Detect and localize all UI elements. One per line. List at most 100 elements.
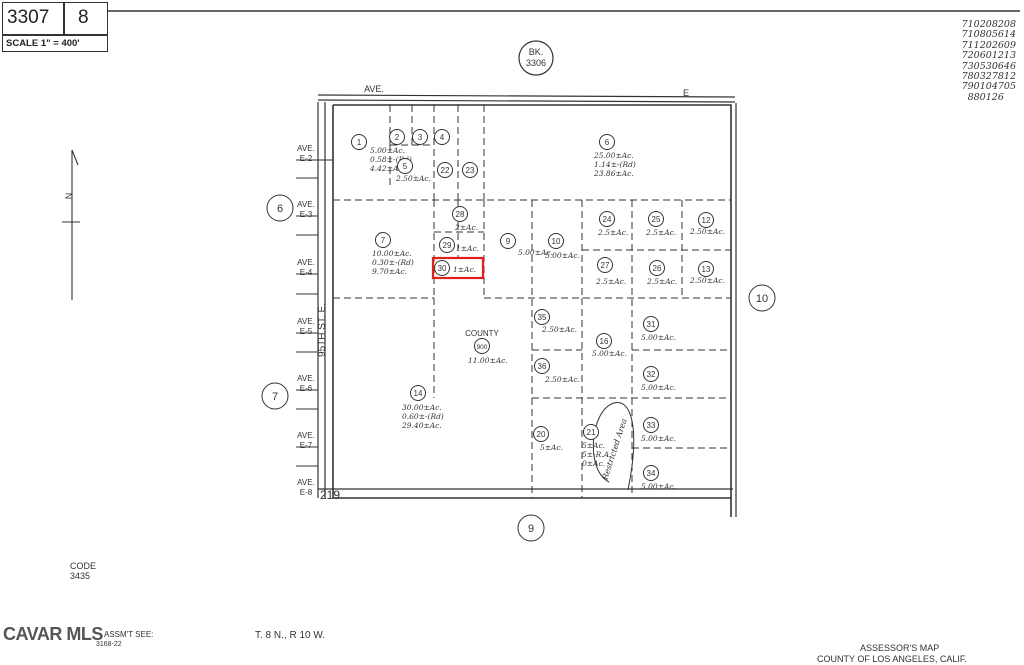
parcel-number[interactable]: 1 [357,138,362,147]
parcel-number[interactable]: 20 [537,430,546,439]
parcel-number-circle [643,316,659,332]
parcel-number-circle [599,211,615,227]
parcel-number[interactable]: 900 [477,344,488,351]
side-avenue-prefix: AVE. [297,374,315,383]
parcel-number[interactable]: 32 [647,370,656,379]
parcel-number-circle [643,417,659,433]
footer-title: ASSESSOR'S MAP [860,643,940,653]
parcel-number[interactable]: 4 [440,133,445,142]
parcel-number[interactable]: 10 [552,237,561,246]
parcel-acreage: 11.00±Ac. [468,356,508,365]
parcel-number-circle [437,162,453,178]
parcel-acreage: 5±Ac. [540,443,563,452]
parcel-number[interactable]: 24 [603,215,612,224]
street-label: 95TH ST. E. [317,303,328,357]
parcel-owner: COUNTY [465,329,499,338]
side-avenue-prefix: AVE. [297,200,315,209]
parcel-acreage: 5.00±Ac. [641,333,676,342]
parcel-number[interactable]: 21 [587,428,596,437]
parcel-number[interactable]: 35 [538,313,547,322]
parcel-acreage: 10.00±Ac. [372,249,412,258]
book-label-number: 3306 [526,58,546,68]
parcel-acreage: 1.14±-(Rd) [594,160,636,169]
parcel-acreage: 5.00±Ac. [641,383,676,392]
parcel-number[interactable]: 33 [647,421,656,430]
recording-number: 720601213 [961,50,1016,62]
parcel-number-circle [597,257,613,273]
parcel-number[interactable]: 5 [403,162,408,171]
parcel-number[interactable]: 27 [601,261,610,270]
parcel-number[interactable]: 2 [395,133,400,142]
parcel-number[interactable]: 36 [538,362,547,371]
parcel-number[interactable]: 26 [653,264,662,273]
parcel-number[interactable]: 30 [438,264,447,273]
adjacent-page-number: 7 [272,391,278,403]
parcel-number[interactable]: 23 [466,166,475,175]
parcel-acreage: 23.86±Ac. [593,169,634,178]
parcel-number[interactable]: 29 [443,241,452,250]
assessment-see-ref: 3168-22 [96,641,122,648]
adjacent-page-number: 10 [756,293,768,305]
recording-number: 730530646 [961,60,1016,72]
parcel-acreage: 2.50±Ac. [689,227,725,236]
adjacent-page-circle [261,382,289,410]
parcel-number[interactable]: 31 [647,320,656,329]
parcel-acreage: 2±Ac. [454,223,478,232]
side-avenue-label: E-7 [300,441,313,450]
north-label: N [64,193,74,200]
parcel-acreage: 0.58±-(Rd) [370,155,412,164]
parcel-number[interactable]: 28 [456,210,465,219]
recording-number: 710805614 [961,29,1016,41]
assessment-see-label: ASSM'T SEE: [104,630,154,639]
parcel-number-circle [410,385,426,401]
parcel-acreage: 2.50±Ac. [689,276,725,285]
parcel-number-circle [649,260,665,276]
parcel-number[interactable]: 12 [702,216,711,225]
parcel-number[interactable]: 3 [418,133,423,142]
highlighted-parcel-30[interactable] [431,256,485,280]
parcel-number[interactable]: 13 [702,265,711,274]
map-page-number: 8 [78,7,89,28]
side-avenue-prefix: AVE. [297,317,315,326]
parcel-number-circle [474,338,490,354]
parcel-acreage: 29.40±Ac. [401,421,442,430]
side-avenue-label: E-2 [300,154,313,163]
map-book-number: 3307 [7,7,50,28]
adjacent-page-circle [748,284,776,312]
parcel-number-circle [351,134,367,150]
parcel-number[interactable]: 7 [381,236,386,245]
recording-number: 790104705 [961,81,1016,93]
parcel-number-circle [534,309,550,325]
parcel-number[interactable]: 14 [414,389,423,398]
parcel-number-circle [583,424,599,440]
parcel-acreage: 5.00±Ac. [592,349,627,358]
scale-label: SCALE 1" = 400' [6,38,80,49]
parcel-acreage: 2.5±Ac. [595,277,626,286]
parcel-number[interactable]: 9 [506,237,511,246]
parcel-acreage: 2.5±Ac. [645,228,676,237]
parcel-acreage: 5±Ac. [582,441,605,450]
code-value: 3435 [70,571,91,581]
parcel-number[interactable]: 6 [605,138,610,147]
recording-number: 711202609 [961,39,1016,51]
footer-subtitle: COUNTY OF LOS ANGELES, CALIF. [817,654,967,664]
book-label-prefix: BK. [529,47,544,57]
parcel-number-circle [643,366,659,382]
parcel-number-circle [452,206,468,222]
parcel-acreage: 25.00±Ac. [593,151,634,160]
parcel-acreage: 1±Ac. [453,265,476,274]
parcel-acreage: 9.70±Ac. [372,267,407,276]
adjacent-page-number: 9 [528,523,534,535]
parcel-acreage: 5±-R.A. [582,450,611,459]
parcel-number[interactable]: 25 [652,215,661,224]
parcel-acreage: 0±Ac. [582,459,605,468]
parcel-number-circle [596,333,612,349]
parcel-number[interactable]: 22 [441,166,450,175]
parcel-number[interactable]: 16 [600,337,609,346]
parcel-number[interactable]: 34 [647,469,656,478]
top-avenue-label: AVE. [364,84,384,94]
parcel-acreage: 1±Ac. [456,244,479,253]
